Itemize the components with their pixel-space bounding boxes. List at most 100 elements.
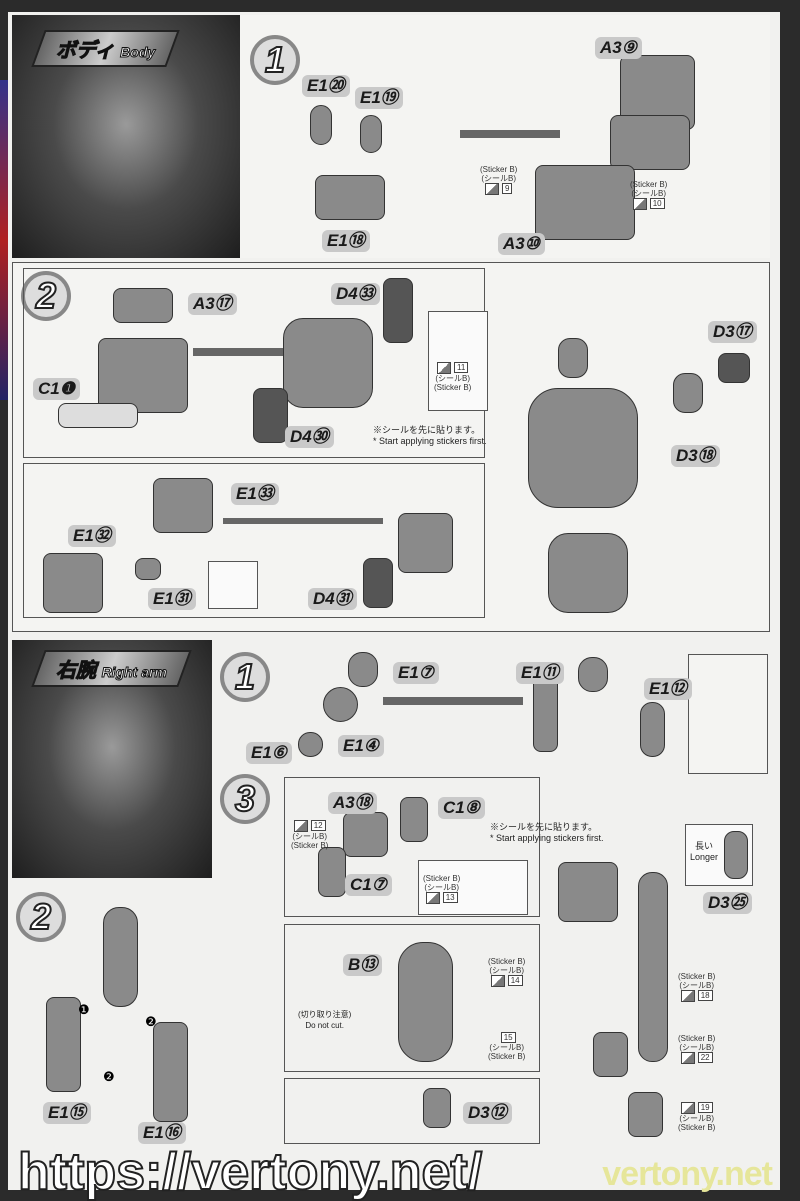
sticker-number: 19 (697, 1102, 713, 1114)
sticker-callout: (Sticker B)(シールB)18 (678, 972, 715, 1002)
part-shape (638, 872, 668, 1062)
order-mark: ❷ (145, 1014, 157, 1029)
sticker-icon (437, 362, 452, 374)
sticker-icon (680, 1052, 695, 1064)
sticker-label-en: (Sticker B) (488, 957, 526, 966)
part-label: E1⑪ (516, 662, 564, 684)
part-label: C1❶ (33, 378, 80, 400)
sticker-note: ※シールを先に貼ります。* Start applying stickers fi… (373, 425, 487, 447)
part-shape (315, 175, 385, 220)
part-shape (533, 672, 558, 752)
part-label: A3⑩ (498, 233, 545, 255)
part-shape (153, 478, 213, 533)
sticker-number: 14 (507, 975, 523, 987)
sticker-callout: (Sticker B)(シールB)9 (480, 165, 517, 195)
part-shape (343, 812, 388, 857)
part-label: E1⑯ (138, 1122, 186, 1144)
sticker-label-jp: (シールB) (679, 981, 714, 990)
body-step1-panel: 1 E1⑳ E1⑲ E1⑱ A3⑨ A3⑩ (Sticker B)(シールB)9… (240, 15, 770, 258)
sticker-callout: (Sticker B)(シールB)22 (678, 1034, 715, 1064)
part-shape (310, 105, 332, 145)
part-shape (398, 942, 453, 1062)
header-jp: 右腕 (56, 660, 97, 683)
substep-box (23, 463, 485, 618)
part-shape (113, 288, 173, 323)
part-label: C1⑧ (438, 797, 485, 819)
part-shape (103, 907, 138, 1007)
part-shape (398, 513, 453, 573)
sticker-number: 18 (697, 990, 713, 1002)
sticker-label-jp: (シールB) (481, 174, 516, 183)
substep-box (284, 777, 540, 917)
part-label: E1⑮ (43, 1102, 91, 1124)
part-shape (153, 1022, 188, 1122)
part-label: E1⑱ (322, 230, 370, 252)
brand-watermark: vertony.net (602, 1155, 773, 1193)
sticker-detail-box: 11(シールB)(Sticker B) (428, 311, 488, 411)
part-label: E1⑲ (355, 87, 403, 109)
substep-box (284, 1078, 540, 1144)
part-label: E1⑥ (246, 742, 293, 764)
part-shape (528, 388, 638, 508)
body-step2-panel: 2 A3⑰ C1❶ D4㉝ D4㉚ 11(シールB)(Sticker B) ※シ… (12, 262, 770, 632)
sticker-label-jp: (シールB) (631, 189, 666, 198)
part-shape (98, 338, 188, 413)
part-label: D3⑫ (463, 1102, 512, 1124)
part-label: E1④ (338, 735, 385, 757)
part-shape (673, 373, 703, 413)
sticker-number: 11 (454, 362, 469, 374)
detail-box (208, 561, 258, 609)
part-shape (558, 862, 618, 922)
part-label: E1⑫ (644, 678, 692, 700)
sticker-number: 22 (697, 1052, 713, 1064)
sticker-callout: 19(シールB)(Sticker B) (678, 1102, 715, 1132)
order-mark: ❷ (103, 1069, 115, 1084)
sticker-label-en: (Sticker B) (678, 972, 716, 981)
part-label: D3㉕ (703, 892, 752, 914)
header-jp: ボディ (56, 40, 116, 63)
part-label: D3⑰ (708, 321, 757, 343)
part-shape (135, 558, 161, 580)
part-shape (548, 533, 628, 613)
sticker-label-en: (Sticker B) (488, 1052, 526, 1061)
part-shape (348, 652, 378, 687)
sticker-icon (490, 975, 505, 987)
order-mark: ❶ (78, 1002, 90, 1017)
part-label: A3⑨ (595, 37, 642, 59)
sticker-label-jp: (シールB) (489, 1043, 524, 1052)
part-shape (360, 115, 382, 153)
sticker-label-jp: (シールB) (679, 1043, 714, 1052)
sticker-label-jp: (シールB) (292, 832, 327, 841)
sticker-label-en: (Sticker B) (423, 874, 461, 883)
part-shape (724, 831, 748, 879)
sticker-icon (632, 198, 647, 210)
progress-arrow (193, 348, 283, 356)
part-label: D4㉚ (285, 426, 334, 448)
longer-jp: 長い (695, 841, 714, 851)
sticker-label-en: (Sticker B) (480, 165, 518, 174)
sticker-label-en: (Sticker B) (434, 383, 472, 392)
progress-arrow (460, 130, 560, 138)
sticker-icon (680, 990, 695, 1002)
part-shape (43, 553, 103, 613)
part-shape (323, 687, 358, 722)
sticker-label-en: (Sticker B) (678, 1123, 716, 1132)
part-label: E1㉛ (148, 588, 196, 610)
sticker-callout: (Sticker B)(シールB)13 (423, 874, 460, 904)
part-label: D4㉝ (331, 283, 380, 305)
step-number: 3 (220, 774, 270, 824)
sticker-label-jp: (シールB) (489, 966, 524, 975)
sticker-number: 12 (310, 820, 326, 832)
sticker-label-en: (Sticker B) (630, 180, 668, 189)
part-shape (253, 388, 288, 443)
part-shape (400, 797, 428, 842)
part-shape (58, 403, 138, 428)
part-label: E1⑳ (302, 75, 350, 97)
sticker-number: 10 (649, 198, 665, 210)
part-shape (578, 657, 608, 692)
part-shape (628, 1092, 663, 1137)
header-en: Body (120, 44, 156, 61)
do-not-cut-jp: (切り取り注意) (298, 1010, 352, 1019)
step-number: 1 (220, 652, 270, 702)
